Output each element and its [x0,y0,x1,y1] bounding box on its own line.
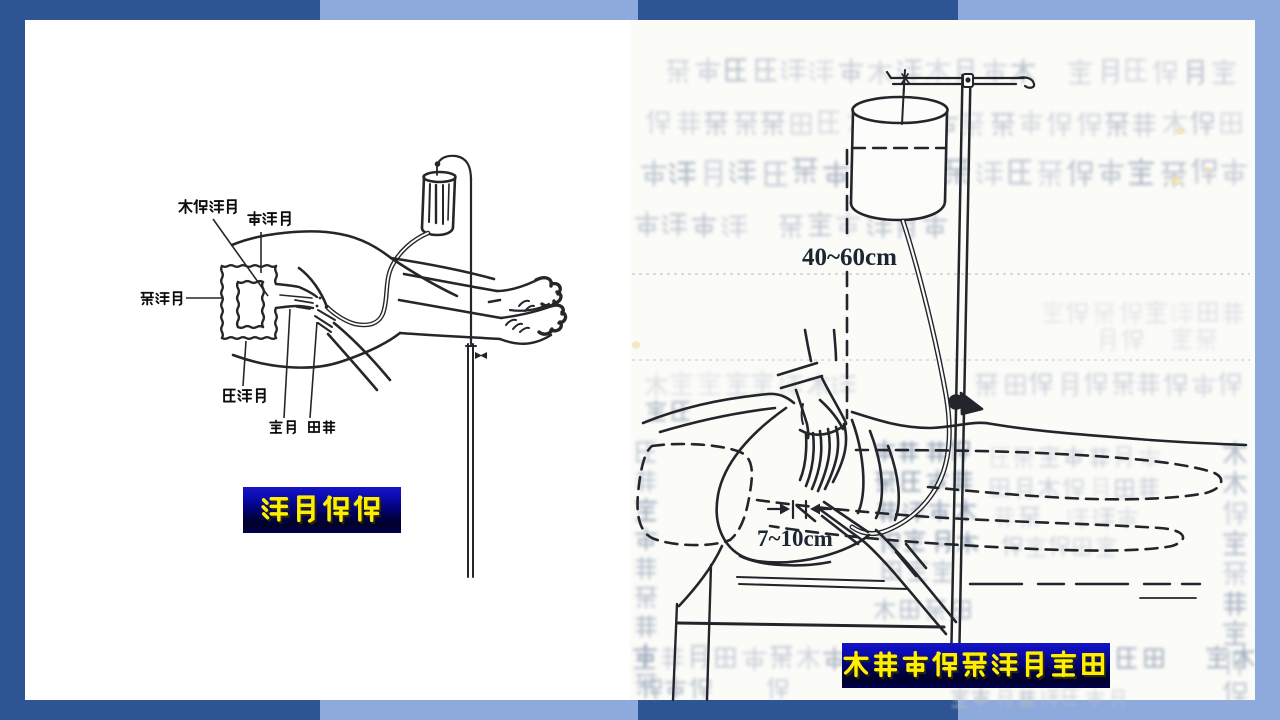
svg-text:7~10cm: 7~10cm [757,526,833,551]
svg-text:40~60cm: 40~60cm [802,244,897,271]
